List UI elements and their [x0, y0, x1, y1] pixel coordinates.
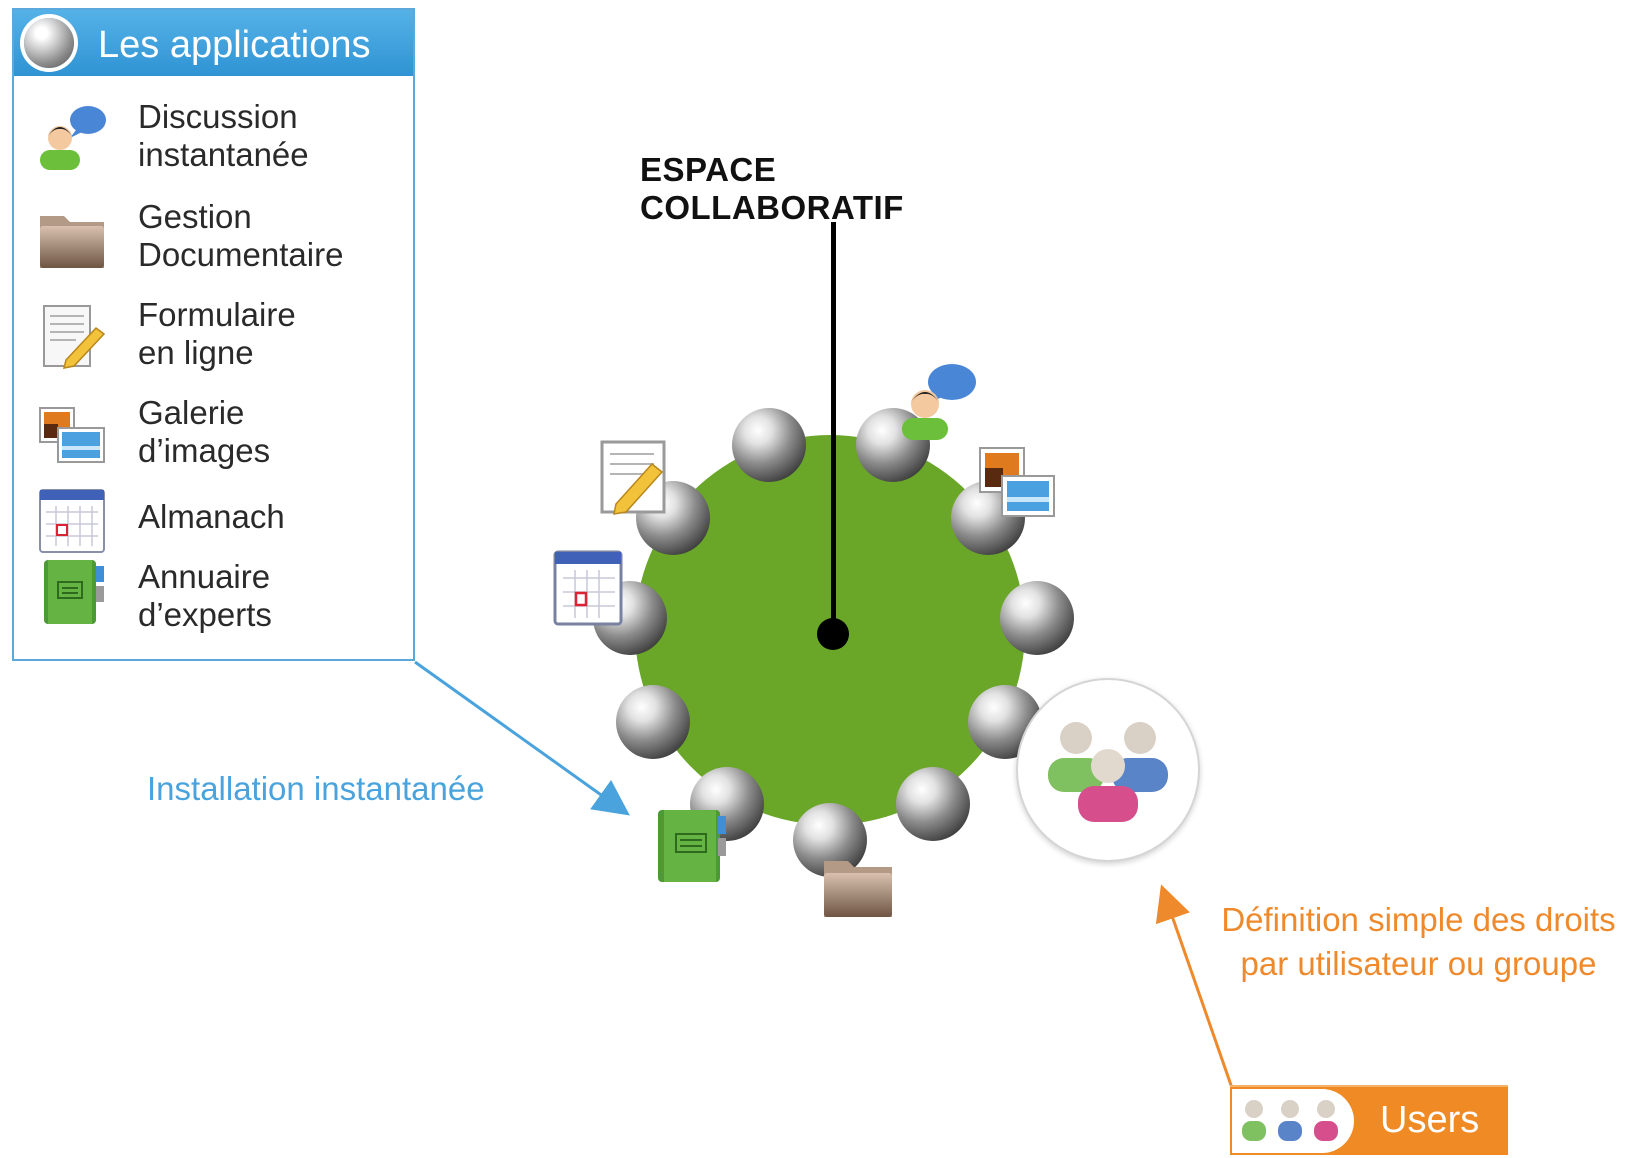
seat-sphere — [896, 767, 970, 841]
seat-sphere — [732, 408, 806, 482]
calendar-icon — [39, 489, 105, 553]
rights-label: Définition simple des droits par utilisa… — [1221, 901, 1616, 982]
users-icon — [1242, 1100, 1338, 1141]
app-item-gallery[interactable]: Galerie d’images — [14, 386, 413, 482]
app-item-label: Discussion instantanée — [138, 98, 309, 173]
chat-user-icon — [40, 106, 106, 170]
app-item-directory[interactable]: Annuaire d’experts — [14, 550, 413, 646]
folder-icon — [40, 216, 104, 268]
app-item-form[interactable]: Formulaire en ligne — [14, 288, 413, 384]
app-item-label: Almanach — [138, 498, 285, 535]
sphere-icon — [24, 18, 74, 68]
pointer-dot — [817, 618, 849, 650]
address-book-icon — [658, 810, 726, 882]
rights-arrow — [1155, 884, 1234, 1089]
app-item-chat[interactable]: Discussion instantanée — [14, 90, 413, 186]
diagram-title: ESPACE COLLABORATIF — [640, 151, 904, 226]
user-group-badge — [1016, 678, 1200, 862]
pointer-line — [831, 222, 836, 632]
installation-label: Installation instantanée — [147, 770, 485, 807]
applications-panel-title: Les applications — [98, 24, 371, 66]
users-tab[interactable]: Users — [1230, 1085, 1508, 1155]
image-gallery-icon — [979, 447, 1055, 517]
calendar-icon — [553, 550, 623, 626]
seat-sphere — [616, 685, 690, 759]
app-item-documents[interactable]: Gestion Documentaire — [14, 190, 413, 286]
folder-icon — [824, 861, 892, 917]
chat-user-icon — [902, 364, 976, 440]
image-gallery-icon — [39, 407, 105, 463]
app-item-label: Annuaire d’experts — [138, 558, 272, 633]
seat-spheres — [593, 408, 1074, 877]
form-pencil-icon — [600, 440, 666, 515]
app-item-label: Galerie d’images — [138, 394, 271, 469]
users-tab-label: Users — [1380, 1099, 1480, 1141]
applications-panel-header: Les applications — [14, 10, 413, 76]
app-item-label: Gestion Documentaire — [138, 198, 344, 273]
seat-sphere — [793, 803, 867, 877]
installation-arrow — [414, 660, 630, 816]
seat-sphere — [1000, 581, 1074, 655]
users-tab-icons — [1232, 1089, 1354, 1153]
app-item-label: Formulaire en ligne — [138, 296, 296, 371]
address-book-icon — [44, 560, 104, 624]
user-group-icon — [1048, 722, 1168, 822]
app-item-almanach[interactable]: Almanach — [14, 472, 413, 568]
form-pencil-icon — [43, 305, 106, 369]
applications-panel: Les applications Discussion instantanée — [12, 8, 415, 661]
